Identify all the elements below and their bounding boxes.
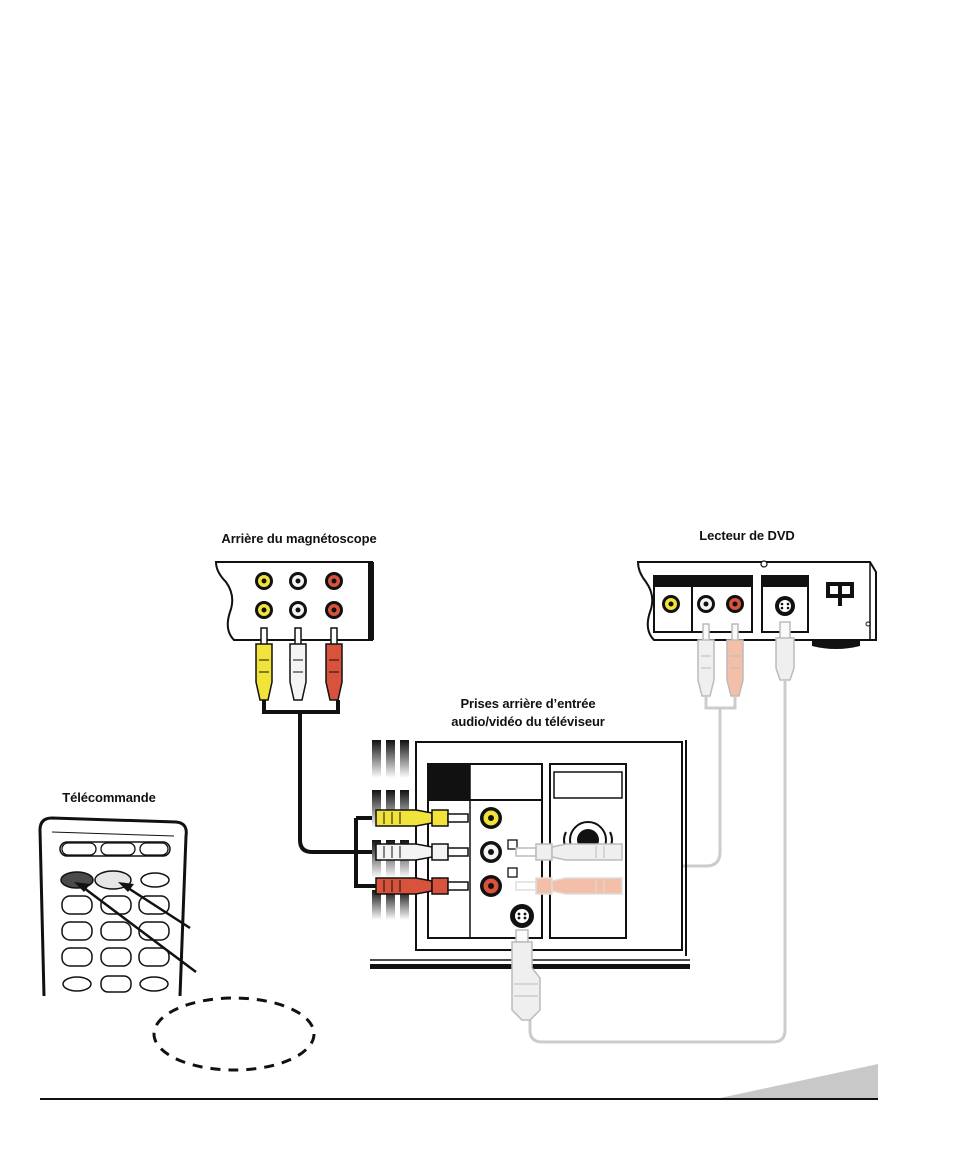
tv-video-plug-vcr xyxy=(375,809,469,827)
vcr-to-tv-cable xyxy=(262,700,378,888)
footer-tab xyxy=(720,1064,878,1098)
tv-svideo-plug-dvd xyxy=(511,929,541,1021)
vcr-audio-right-out-jack xyxy=(325,572,343,590)
dvd-svideo-plug xyxy=(775,621,795,681)
dvd-audio-right-plug xyxy=(726,623,744,697)
tv-audio-right-in-jack xyxy=(480,875,502,897)
tv-audio-left-in-jack xyxy=(480,841,502,863)
tv-inputs-label-line2: audio/vidéo du téléviseur xyxy=(451,714,605,729)
page-footer xyxy=(40,1064,878,1100)
dvd-player-panel xyxy=(636,560,877,649)
vcr-audio-left-plug xyxy=(289,627,307,701)
tv-audio-right-plug-vcr xyxy=(375,877,469,895)
tv-dvd-plugs-faded xyxy=(511,843,623,1021)
dvd-audio-right-out-jack xyxy=(726,595,744,613)
tv-vcr-plugs xyxy=(375,809,469,895)
dvd-video-out-jack xyxy=(662,595,680,613)
dvd-svideo-out-jack xyxy=(775,596,795,616)
remote-keypad xyxy=(61,895,170,993)
tv-audio-left-plug-dvd xyxy=(515,843,623,861)
tv-audio-right-plug-dvd xyxy=(515,877,623,895)
tv-svideo-in-jack xyxy=(510,904,534,928)
vcr-video-out-jack xyxy=(255,572,273,590)
remote-right-button xyxy=(140,872,170,888)
tv-video-in-jack xyxy=(480,807,502,829)
vcr-audio-left-out-jack xyxy=(289,572,307,590)
remote-top-button-row xyxy=(59,841,171,857)
vcr-rear-label: Arrière du magnétoscope xyxy=(221,531,376,546)
remote-label: Télécommande xyxy=(62,790,155,805)
dashed-callout-oval xyxy=(152,996,316,1072)
tv-inputs-label-line1: Prises arrière d’entrée xyxy=(460,696,595,711)
remote-pointer-arrows xyxy=(74,882,197,973)
vcr-rca-plugs xyxy=(255,627,343,701)
power-inlet-icon xyxy=(826,582,854,606)
vcr-audio-right-in-jack xyxy=(325,601,343,619)
vcr-rear-panel xyxy=(214,561,374,641)
dvd-audio-plugs xyxy=(697,623,744,697)
dvd-player-label: Lecteur de DVD xyxy=(699,528,794,543)
remote-control xyxy=(38,816,197,997)
vcr-audio-left-in-jack xyxy=(289,601,307,619)
dvd-audio-left-plug xyxy=(697,623,715,697)
vcr-video-plug xyxy=(255,627,273,701)
tv-audio-left-plug-vcr xyxy=(375,843,469,861)
dvd-audio-left-out-jack xyxy=(697,595,715,613)
vcr-video-in-jack xyxy=(255,601,273,619)
